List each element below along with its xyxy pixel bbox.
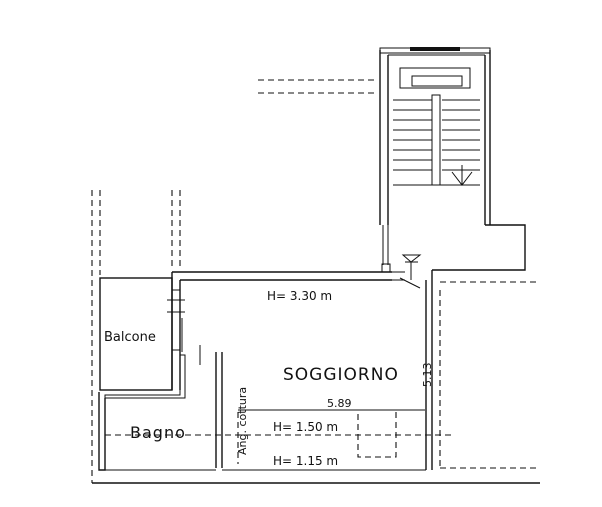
height-label-main: H= 3.30 m: [267, 289, 332, 303]
room-label-bagno: Bagno: [130, 423, 186, 442]
label-ang-cottura: Ang. cottura: [236, 387, 249, 455]
room-label-balcone: Balcone: [104, 330, 156, 345]
staircase: [379, 47, 526, 273]
dimension-513: 5.13: [421, 363, 434, 388]
dashed-lines: [91, 190, 540, 483]
height-label-150: H= 1.50 m: [273, 420, 338, 434]
height-label-115: H= 1.15 m: [273, 454, 338, 468]
main-walls: [92, 254, 540, 484]
dashed-guide-top: [258, 79, 375, 94]
dimension-589: 5.89: [327, 397, 352, 410]
room-label-soggiorno: SOGGIORNO: [283, 365, 399, 385]
